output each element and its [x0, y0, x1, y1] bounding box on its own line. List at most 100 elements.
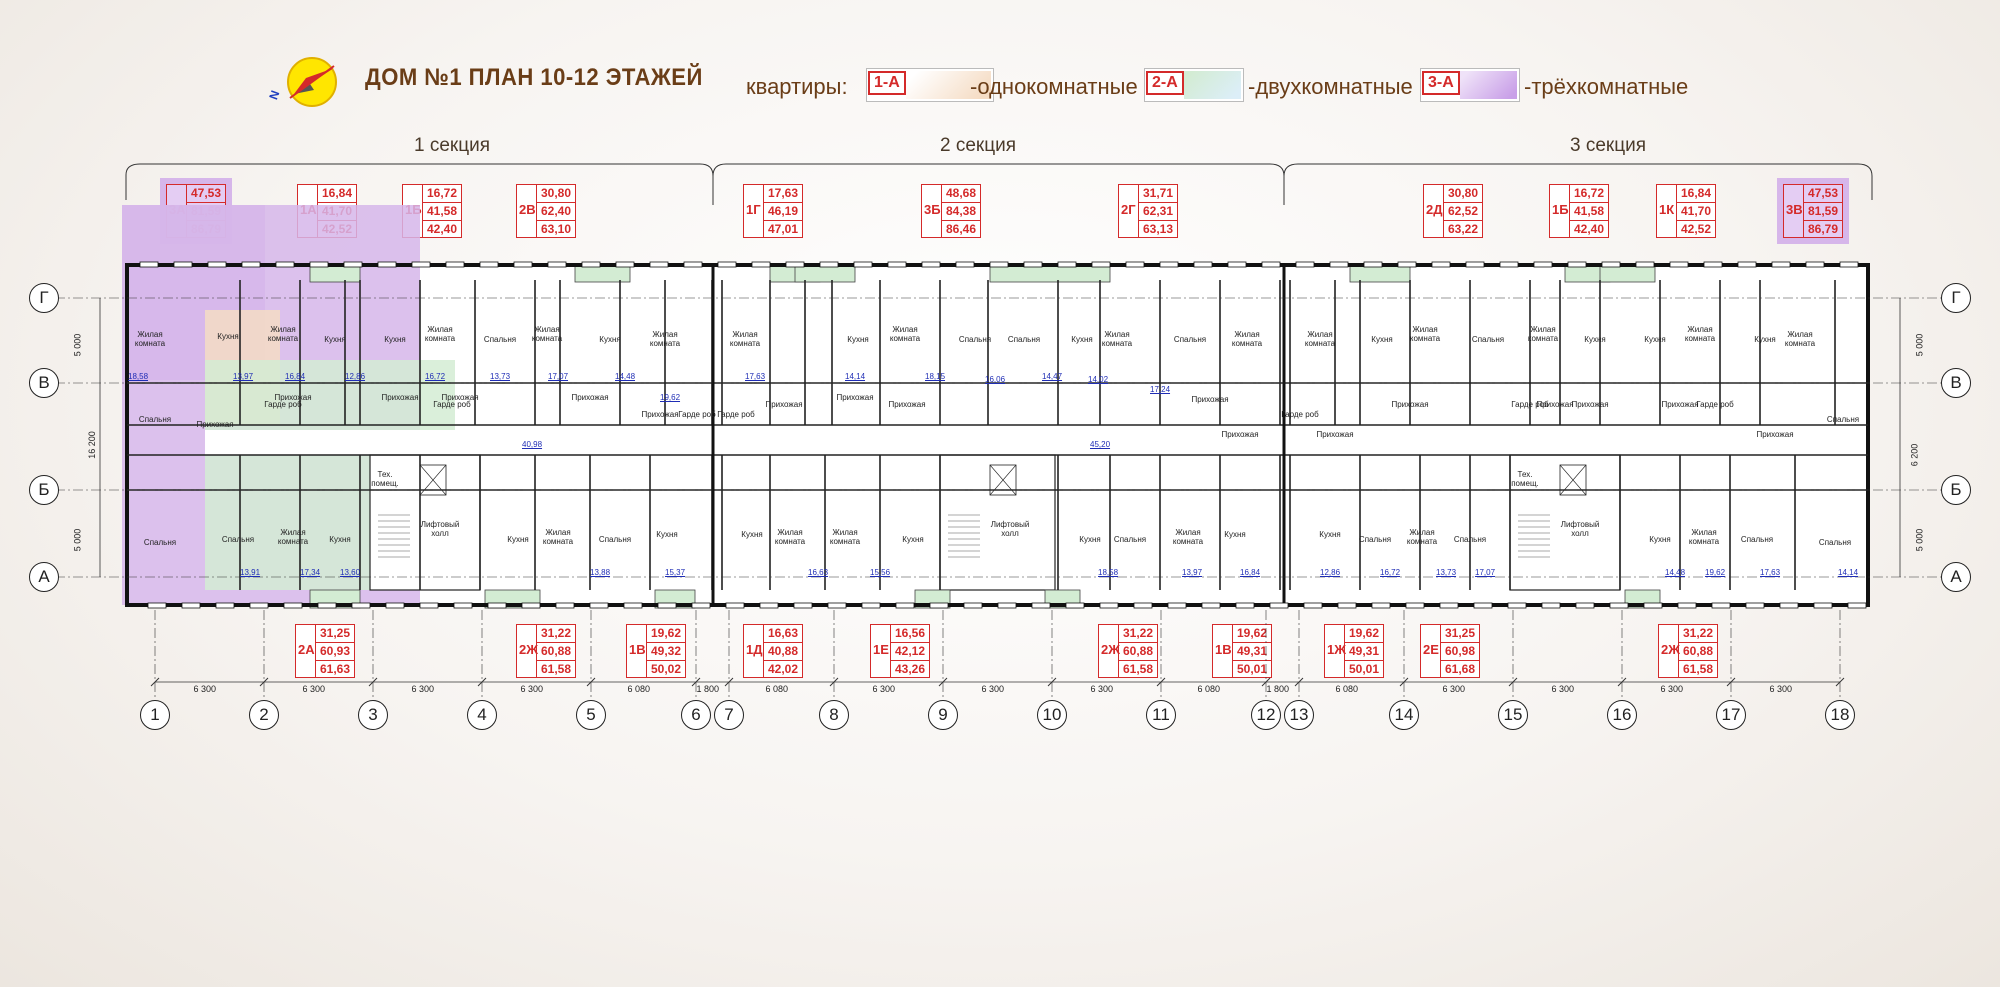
row-axis-bubble: Б: [29, 475, 59, 505]
window: [1159, 261, 1179, 268]
dimension-tick: [691, 677, 701, 687]
window: [691, 602, 711, 609]
lift-shaft: [989, 464, 1017, 496]
room-area: 14,02: [1088, 375, 1109, 384]
room-area: 13,97: [1182, 568, 1203, 577]
window: [1771, 261, 1791, 268]
legend-item-2: 2-А -двухкомнатные: [1144, 68, 1413, 102]
window: [887, 261, 907, 268]
apartment-area-value: 43,26: [894, 662, 926, 676]
window: [827, 602, 847, 609]
apartment-area-value: 19,62: [1233, 625, 1271, 643]
apartment-code: 2Ж: [519, 642, 538, 657]
window: [1465, 261, 1485, 268]
room-label: Жилая комната: [1688, 528, 1720, 546]
window: [1269, 602, 1289, 609]
window: [1235, 602, 1255, 609]
column-span-label: 6 080: [765, 684, 789, 694]
room-area: 15,56: [870, 568, 891, 577]
window: [1643, 602, 1663, 609]
room-area: 18,15: [925, 372, 946, 381]
room-label: Лифтовый холл: [990, 520, 1030, 538]
window: [725, 602, 745, 609]
legend-swatch: [1184, 71, 1241, 99]
apartment-area-value: 50,02: [650, 662, 682, 676]
legend-item-1: 1-А -однокомнатные: [866, 68, 1138, 102]
column-span-label: 6 300: [981, 684, 1005, 694]
room-area: 14,48: [615, 372, 636, 381]
dimension-tick: [259, 677, 269, 687]
room-area: 19,62: [1705, 568, 1726, 577]
section-label-2: 2 секция: [940, 135, 1017, 156]
room-label: Спальня: [483, 335, 517, 344]
lift-shaft: [1559, 464, 1587, 496]
apartment-area-value: 16,56: [891, 625, 929, 643]
balcony: [794, 264, 856, 283]
window: [1473, 602, 1493, 609]
apartment-area-value: 31,22: [1119, 625, 1157, 643]
window: [1405, 602, 1425, 609]
window: [1737, 261, 1757, 268]
column-span-label: 6 300: [302, 684, 326, 694]
room-label: Жилая комната: [1784, 330, 1816, 348]
dimension-tick: [1726, 677, 1736, 687]
room-area: 17,24: [1150, 385, 1171, 394]
apartment-area-value: 50,01: [1236, 662, 1268, 676]
legend-code: 1-А: [868, 71, 906, 95]
room-area: 17,07: [1475, 568, 1496, 577]
apartment-area-value: 30,80: [537, 185, 575, 203]
room-label: Гарде роб: [1696, 400, 1734, 409]
room-label: Жилая комната: [1101, 330, 1133, 348]
apartment-code: 1Е: [873, 642, 889, 657]
room-label: Жилая комната: [277, 528, 309, 546]
room-label: Кухня: [324, 335, 346, 344]
column-axis-bubble: 14: [1389, 700, 1419, 730]
window: [181, 602, 201, 609]
apartment-area-value: 19,62: [647, 625, 685, 643]
apartment-code: 1Ж: [1327, 642, 1346, 657]
row-axis-bubble: В: [29, 368, 59, 398]
room-label: Жилая комната: [774, 528, 806, 546]
row-axis-bubble: Г: [29, 283, 59, 313]
window: [853, 261, 873, 268]
apartment-code: 1Г: [746, 202, 761, 217]
apartment-area-value: 86,46: [945, 222, 977, 236]
room-area: 40,98: [522, 440, 543, 449]
window: [1295, 261, 1315, 268]
window: [1091, 261, 1111, 268]
column-span-label: 1 800: [1266, 684, 1290, 694]
window: [1261, 261, 1281, 268]
room-label: Жилая комната: [1172, 528, 1204, 546]
apartment-area-value: 16,63: [764, 625, 802, 643]
room-area: 16,72: [1380, 568, 1401, 577]
window: [275, 261, 295, 268]
row-axis-bubble: Б: [1941, 475, 1971, 505]
apartment-area-value: 41,58: [1570, 203, 1608, 221]
window: [1601, 261, 1621, 268]
room-label: Лифтовый холл: [1560, 520, 1600, 538]
window: [1031, 602, 1051, 609]
column-axis-bubble: 18: [1825, 700, 1855, 730]
window: [589, 602, 609, 609]
room-label: Спальня: [1007, 335, 1041, 344]
dimension-tick: [1294, 677, 1304, 687]
dimension-tick: [1261, 677, 1271, 687]
apartment-area-value: 49,32: [647, 643, 685, 661]
row-axis-bubble: В: [1941, 368, 1971, 398]
balcony: [1599, 264, 1656, 283]
window: [1227, 261, 1247, 268]
apartment-area-value: 16,72: [1570, 185, 1608, 203]
window: [989, 261, 1009, 268]
section-label-3: 3 секция: [1570, 135, 1647, 156]
